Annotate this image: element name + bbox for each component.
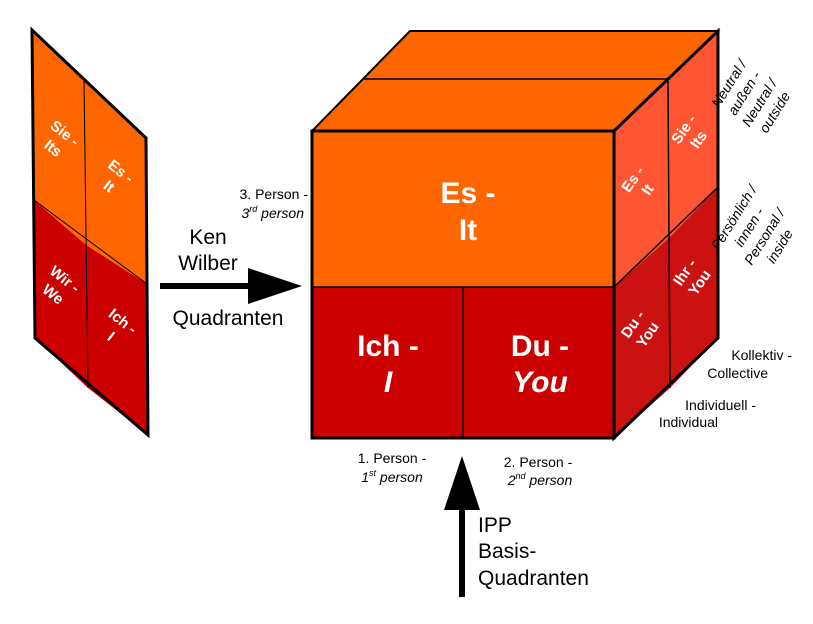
flat-quadrant-panel: Sie - Its Es - It Wir - We Ich - I xyxy=(30,26,150,439)
arrow-head-up xyxy=(444,456,480,510)
basis-label: Basis- xyxy=(478,540,536,563)
svg-text:Individual: Individual xyxy=(659,414,718,430)
svg-text:2nd person: 2nd person xyxy=(507,471,573,488)
svg-text:1st person: 1st person xyxy=(361,468,423,485)
svg-text:Kollektiv -: Kollektiv - xyxy=(731,347,792,363)
cube-du-label: Du - xyxy=(511,330,569,363)
cube-side-ihr-you xyxy=(670,187,718,388)
svg-text:1. Person -: 1. Person - xyxy=(358,450,427,466)
ipp-quadranten-label: Quadranten xyxy=(478,567,589,590)
ipp-label: IPP xyxy=(478,514,512,537)
flat-divider-horizontal xyxy=(33,199,148,285)
flat-cell-es-it xyxy=(84,80,147,284)
ipp-cube: Es - It Ich - I Du - You Es - It Sie - I… xyxy=(309,27,721,442)
cube-you-label: You xyxy=(512,366,568,399)
svg-text:Collective: Collective xyxy=(707,365,768,381)
cube-front-du-you xyxy=(463,287,614,438)
ken-label: Ken xyxy=(189,226,226,249)
third-person-label: 3. Person - 3rd person xyxy=(240,186,309,221)
side-its-label: Its xyxy=(687,128,711,152)
first-person-label: 1. Person - 1st person xyxy=(358,450,427,485)
cube-side-du-you xyxy=(614,237,670,438)
flat-divider-vertical xyxy=(83,79,89,389)
cube-side-outline xyxy=(612,27,720,442)
cube-front-es-it xyxy=(312,131,614,287)
flat-panel-outline xyxy=(30,26,150,439)
ken-wilber-arrow: Ken Wilber Quadranten xyxy=(160,226,302,330)
cube-it-label: It xyxy=(459,214,477,247)
second-person-label: 2. Person - 2nd person xyxy=(504,454,573,488)
quadranten-label: Quadranten xyxy=(173,307,284,330)
wilber-label: Wilber xyxy=(178,252,238,275)
svg-text:3. Person -: 3. Person - xyxy=(240,186,309,202)
cube-side-es-it xyxy=(614,81,670,287)
flat-cell-sie-its xyxy=(32,30,86,245)
ipp-arrow: IPP Basis- Quadranten xyxy=(444,456,589,597)
svg-text:2. Person -: 2. Person - xyxy=(504,454,573,470)
neutral-label: Neutral / außen - Neutral / outside xyxy=(708,55,793,135)
cube-side-horizontal-divider xyxy=(613,186,719,288)
arrow-head-right xyxy=(248,268,302,304)
cube-i-label: I xyxy=(384,366,393,399)
flat-cell-wir-we xyxy=(34,200,88,388)
cube-es-label: Es - xyxy=(440,177,495,210)
individuell-label: Individuell - Individual xyxy=(659,397,756,430)
svg-text:3rd person: 3rd person xyxy=(241,204,304,221)
persoenlich-label: Persönlich / innen - Personal / inside xyxy=(708,181,797,268)
flat-cell-ich-i xyxy=(86,245,148,435)
cube-front-ich-i xyxy=(312,287,463,438)
cube-ich-label: Ich - xyxy=(357,330,419,363)
kollektiv-label: Kollektiv - Collective xyxy=(707,347,792,381)
svg-text:Individuell -: Individuell - xyxy=(685,397,756,413)
cube-side-sie-its xyxy=(668,31,718,237)
